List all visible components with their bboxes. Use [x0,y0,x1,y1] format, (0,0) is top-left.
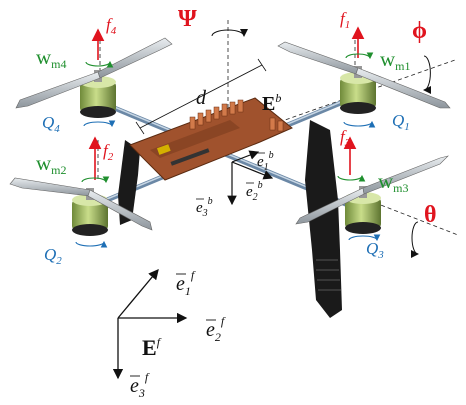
propeller-4 [15,37,173,109]
roll-label-phi: ϕ [412,18,427,44]
body-frame-label: Eb [262,91,281,115]
motor-4 [80,70,116,118]
fixed-axis-vector-marks [130,273,216,377]
fixed-axis-e3-label: e3f [130,370,150,400]
circuit-board [129,97,293,181]
body-axis-e1-label: e1b [257,150,274,173]
speed-label-wm4: wm4 [36,45,67,71]
torque-label-q3: Q3 [366,239,384,261]
speed-label-wm1: wm1 [380,47,411,73]
body-axis-e2-label: e2b [246,180,263,203]
fixed-frame-label: Ef [142,335,162,360]
fixed-axis-e2-label: e2f [206,314,226,344]
pitch-label-theta: θ [424,202,437,228]
body-frame-axes [227,150,274,206]
torque-label-q4: Q4 [42,113,60,135]
propeller-3 [295,155,449,225]
force-label-f2: f2 [103,141,114,163]
torque-label-q2: Q2 [44,245,62,267]
propeller-2 [9,177,153,231]
fixed-axis-e1-label: e1f [176,268,196,298]
torque-label-q1: Q1 [392,111,410,133]
yaw-label-psi: Ψ [178,6,197,32]
attitude-arrows [211,28,432,258]
speed-label-wm2: wm2 [36,151,67,177]
force-label-f3: f3 [340,127,351,149]
landing-leg-right [305,120,342,318]
rotor-speed-arrows [81,52,374,184]
fixed-frame-axes [112,269,188,380]
speed-label-wm3: wm3 [378,169,409,195]
arm-length-dimension [135,58,267,135]
thrust-arrows [88,26,365,180]
torque-arrows [75,120,381,248]
force-label-f1: f1 [340,9,350,31]
landing-leg-left [118,140,140,225]
body-axis-e3-label: e3b [196,196,213,219]
propeller-1 [277,41,451,109]
arm-length-label: d [196,87,207,109]
body-axis-vector-marks [196,152,265,200]
force-label-f4: f4 [106,15,117,37]
